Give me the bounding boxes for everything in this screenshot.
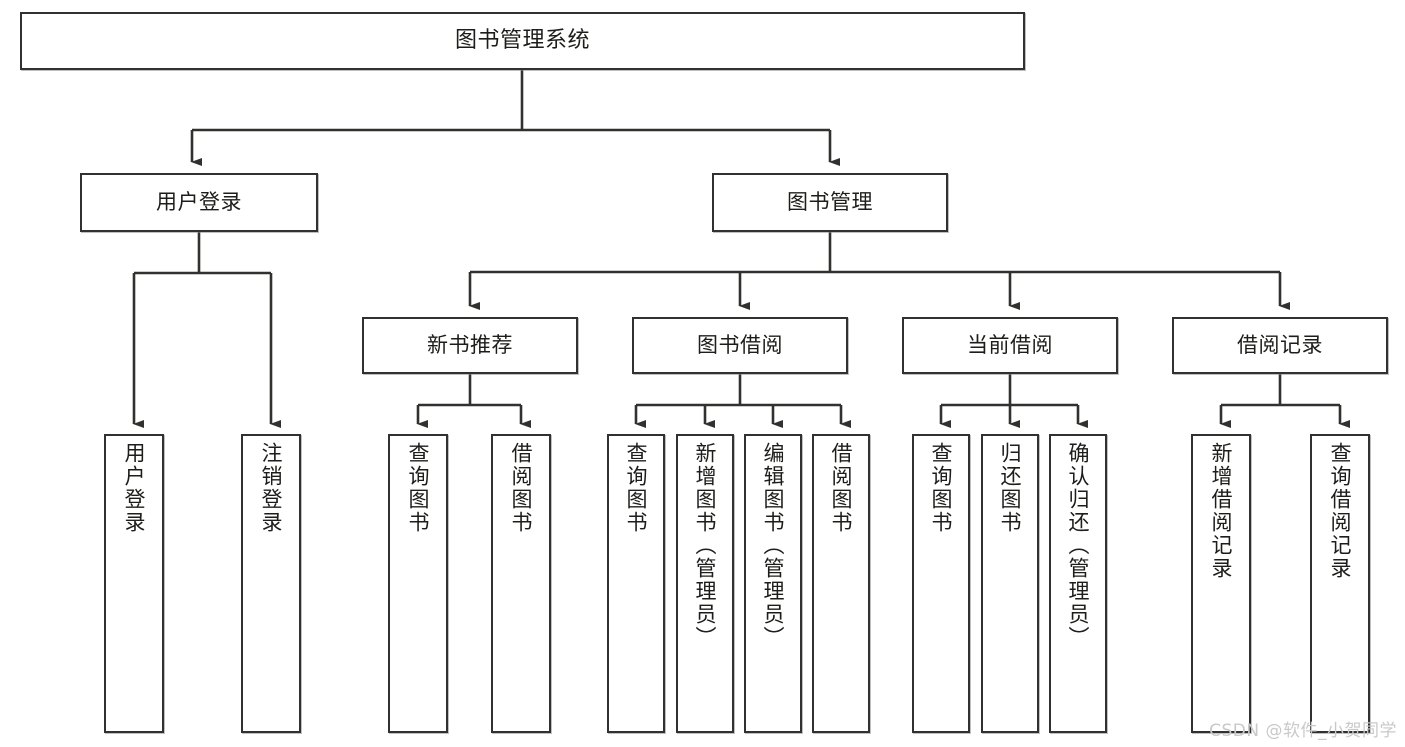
node-leaf-add-borrowing-record[interactable]: 新增借阅记录 xyxy=(1191,434,1251,733)
node-label: 借阅图书 xyxy=(509,442,534,534)
node-root-book-management-system[interactable]: 图书管理系统 xyxy=(20,12,1025,70)
node-current-borrowing[interactable]: 当前借阅 xyxy=(902,317,1118,374)
node-leaf-edit-book-admin[interactable]: 编辑图书（管理员） xyxy=(744,434,802,733)
node-label: 新书推荐 xyxy=(427,333,513,358)
node-label: 新增借阅记录 xyxy=(1209,442,1234,580)
node-book-management[interactable]: 图书管理 xyxy=(712,173,948,232)
node-leaf-add-book-admin[interactable]: 新增图书（管理员） xyxy=(676,434,734,733)
node-label: 当前借阅 xyxy=(967,333,1053,358)
watermark-text: CSDN @软件_小贺同学 xyxy=(1209,721,1397,741)
node-leaf-return-book[interactable]: 归还图书 xyxy=(981,434,1039,733)
node-label: 借阅图书 xyxy=(829,442,854,534)
node-label: 借阅记录 xyxy=(1237,333,1323,358)
node-leaf-query-borrowing-record[interactable]: 查询借阅记录 xyxy=(1310,434,1370,733)
node-leaf-confirm-return-admin[interactable]: 确认归还（管理员） xyxy=(1049,434,1107,733)
node-label: 图书管理 xyxy=(787,190,873,215)
node-leaf-borrow-book-recommendation[interactable]: 借阅图书 xyxy=(491,434,551,733)
node-label: 编辑图书（管理员） xyxy=(761,442,786,649)
node-label: 用户登录 xyxy=(156,190,242,215)
node-borrowing-record[interactable]: 借阅记录 xyxy=(1172,317,1388,374)
node-leaf-query-book-borrowing[interactable]: 查询图书 xyxy=(607,434,665,733)
node-label: 查询图书 xyxy=(929,442,954,534)
node-label: 图书管理系统 xyxy=(454,28,590,54)
node-leaf-query-book-current[interactable]: 查询图书 xyxy=(912,434,970,733)
node-label: 确认归还（管理员） xyxy=(1066,442,1091,649)
node-label: 查询图书 xyxy=(406,442,431,534)
node-label: 图书借阅 xyxy=(697,333,783,358)
node-leaf-borrow-book-borrowing[interactable]: 借阅图书 xyxy=(812,434,870,733)
node-new-book-recommendation[interactable]: 新书推荐 xyxy=(362,317,578,374)
node-book-borrowing[interactable]: 图书借阅 xyxy=(632,317,848,374)
node-leaf-query-book-recommendation[interactable]: 查询图书 xyxy=(388,434,448,733)
node-user-login[interactable]: 用户登录 xyxy=(80,173,318,232)
node-label: 新增图书（管理员） xyxy=(693,442,718,649)
node-label: 查询借阅记录 xyxy=(1328,442,1353,580)
node-label: 归还图书 xyxy=(998,442,1023,534)
node-leaf-logout[interactable]: 注销登录 xyxy=(241,434,301,733)
node-label: 用户登录 xyxy=(122,442,147,534)
node-label: 查询图书 xyxy=(624,442,649,534)
node-leaf-user-login[interactable]: 用户登录 xyxy=(104,434,164,733)
node-label: 注销登录 xyxy=(259,442,284,534)
